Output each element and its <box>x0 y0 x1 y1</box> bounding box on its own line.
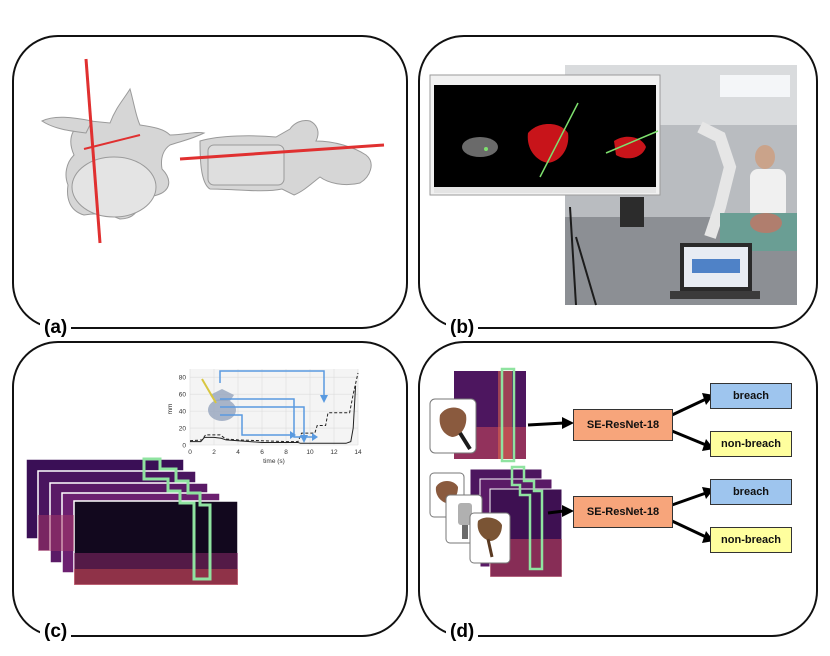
output-non-breach-top: non-breach <box>710 431 792 457</box>
panel-label-a: (a) <box>40 317 72 339</box>
x-tick-label: 0 <box>188 449 192 456</box>
model-box-bottom: SE-ResNet-18 <box>573 496 673 528</box>
y-tick-label: 80 <box>179 375 187 382</box>
output-breach-bottom: breach <box>710 479 792 505</box>
axis-line-top-view-horizontal <box>83 134 141 150</box>
panel-label-b: (b) <box>446 317 479 339</box>
panel-b <box>418 35 818 329</box>
panel-label-d: (d) <box>446 621 479 643</box>
output-non-breach-bottom: non-breach <box>710 527 792 553</box>
model-box-top: SE-ResNet-18 <box>573 409 673 441</box>
x-tick-label: 12 <box>330 449 338 456</box>
vertebra-thumbnails-bottom <box>429 472 511 564</box>
x-tick-label: 8 <box>284 449 288 456</box>
vertebra-side-view <box>199 120 372 196</box>
vertebra-top-view <box>41 87 206 220</box>
vertebra-3d-models <box>41 58 385 244</box>
panel-label-c: (c) <box>40 621 72 643</box>
y-axis-label: mm <box>167 404 174 415</box>
classification-pipeline <box>429 367 714 578</box>
depth-time-chart: 0 20 40 60 80 0 2 4 6 8 10 12 14 mm time (s) <box>25 369 362 586</box>
axis-line-top-view <box>84 58 102 244</box>
x-tick-label: 14 <box>354 449 362 456</box>
panel-a <box>12 35 408 329</box>
series-line-solid <box>190 385 357 444</box>
x-tick-label: 2 <box>212 449 216 456</box>
x-tick-label: 4 <box>236 449 240 456</box>
spectrogram-stack <box>25 458 239 586</box>
panel-d: SE-ResNet-18 breach non-breach SE-ResNet… <box>418 341 818 637</box>
y-tick-label: 0 <box>182 443 186 450</box>
sliding-window-selections <box>142 457 212 581</box>
panel-c: 0 20 40 60 80 0 2 4 6 8 10 12 14 mm time (s) <box>12 341 408 637</box>
y-tick-label: 40 <box>179 409 187 416</box>
axis-line-side-view <box>179 143 385 161</box>
surgical-setup-photo <box>429 65 797 306</box>
y-tick-label: 60 <box>179 392 187 399</box>
vertebra-thumbnail-top <box>429 398 477 454</box>
x-tick-label: 6 <box>260 449 264 456</box>
x-tick-label: 10 <box>306 449 314 456</box>
series-line-dashed <box>189 372 359 443</box>
x-axis-label: time (s) <box>263 458 285 465</box>
output-breach-top: breach <box>710 383 792 409</box>
pipeline-arrows <box>527 397 707 539</box>
y-tick-label: 20 <box>179 426 187 433</box>
